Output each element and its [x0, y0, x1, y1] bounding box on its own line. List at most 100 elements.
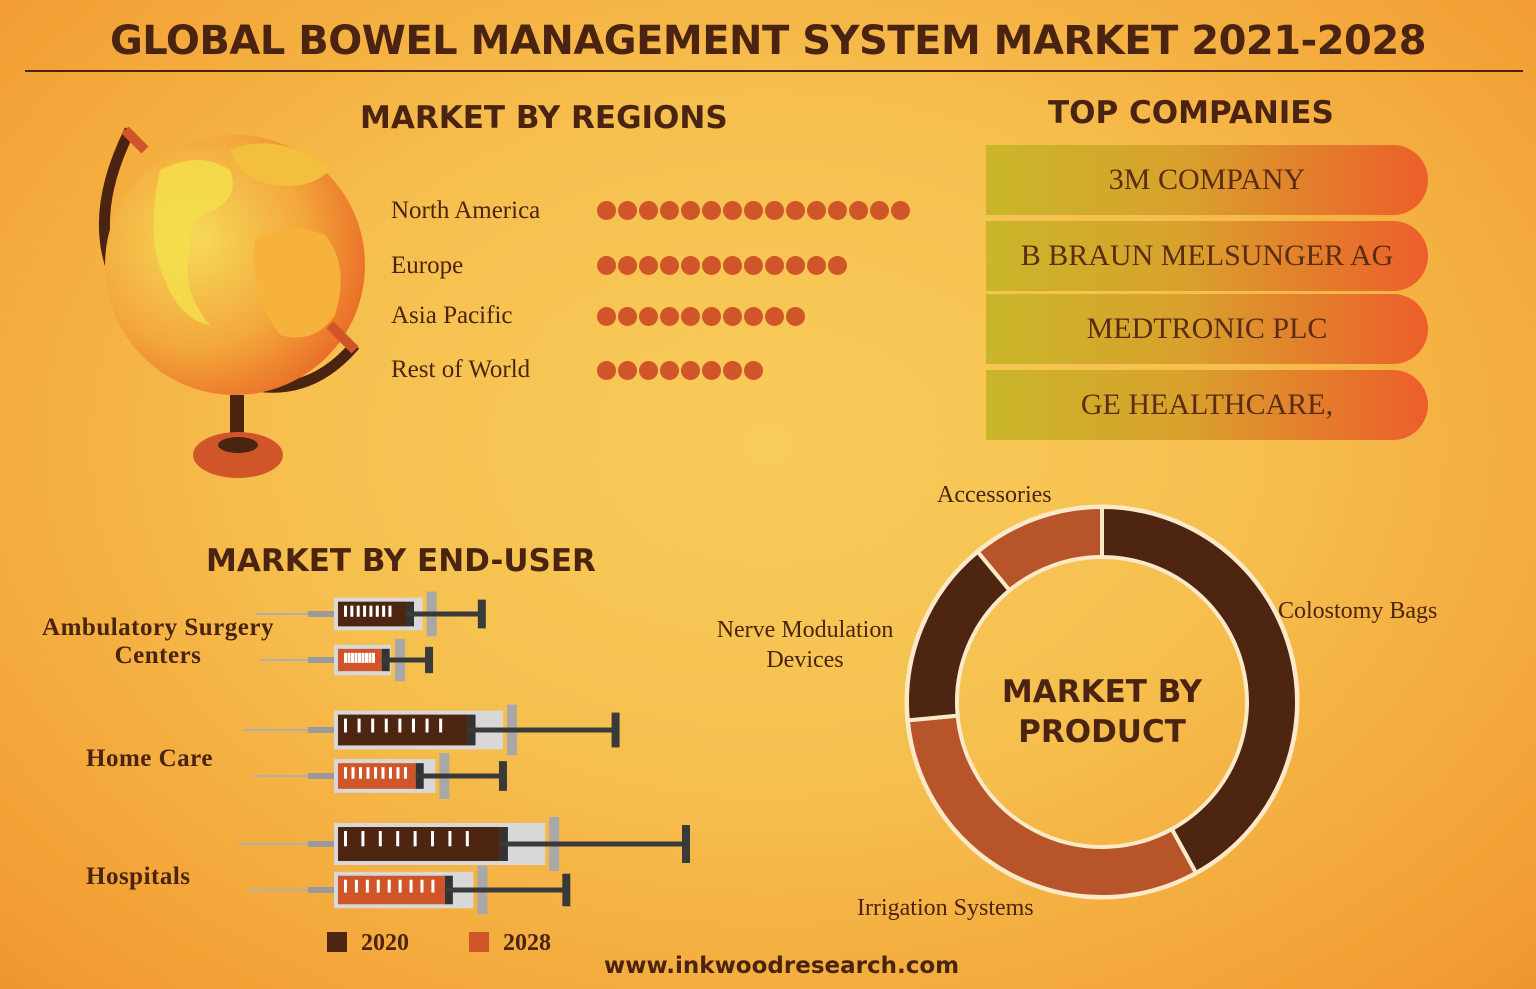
tick: [368, 652, 372, 663]
regions-heading: MARKET BY REGIONS: [360, 100, 728, 136]
region-dot: [723, 361, 742, 380]
region-dot: [765, 256, 784, 275]
region-dots: [597, 256, 847, 275]
product-label: Accessories: [937, 482, 1052, 508]
region-dot: [786, 201, 805, 220]
tick: [384, 718, 388, 733]
region-dot: [870, 201, 889, 220]
tick: [357, 652, 361, 663]
footer-url: www.inkwoodresearch.com: [604, 953, 960, 979]
region-dot: [681, 256, 700, 275]
tick: [354, 652, 358, 663]
end-user-heading: MARKET BY END-USER: [206, 543, 596, 579]
tick: [361, 652, 365, 663]
region-dot: [681, 361, 700, 380]
product-title: MARKET BY PRODUCT: [952, 672, 1252, 752]
page-title: GLOBAL BOWEL MANAGEMENT SYSTEM MARKET 20…: [109, 18, 1427, 64]
tick: [398, 718, 402, 733]
region-dot: [702, 307, 721, 326]
tick: [439, 718, 443, 733]
fill-bar-2020: [338, 827, 500, 861]
region-label: Europe: [391, 252, 464, 279]
tick: [364, 652, 368, 663]
tick: [387, 879, 391, 893]
company-item: MEDTRONIC PLC: [986, 294, 1428, 364]
end-user-syringe-chart: [238, 591, 690, 915]
region-dot: [702, 361, 721, 380]
plunger-thumb: [425, 646, 434, 674]
tick: [344, 879, 347, 893]
tick: [396, 831, 400, 847]
tick: [350, 652, 354, 663]
plunger-thumb: [682, 825, 690, 863]
tick: [356, 605, 360, 617]
product-title-line: PRODUCT: [1018, 714, 1186, 750]
tick: [357, 718, 361, 733]
tick: [361, 831, 365, 847]
region-dot: [786, 256, 805, 275]
region-dot: [618, 201, 637, 220]
fill-bar-2020: [338, 714, 468, 746]
region-dots: [597, 307, 805, 326]
region-dot: [660, 201, 679, 220]
tick: [382, 605, 386, 617]
plunger-thumb: [611, 712, 620, 748]
tick: [350, 605, 354, 617]
region-dot: [618, 256, 637, 275]
tick: [371, 718, 375, 733]
region-dots: [597, 201, 910, 220]
company-item: GE HEALTHCARE,: [986, 370, 1428, 440]
legend-2020: 2020: [327, 930, 409, 957]
companies-heading: TOP COMPANIES: [1048, 95, 1334, 131]
region-dot: [786, 307, 805, 326]
region-dot: [660, 307, 679, 326]
product-title-line: MARKET BY: [1001, 674, 1203, 710]
tick: [375, 605, 379, 617]
tick: [413, 831, 417, 847]
needle-hub: [308, 773, 338, 779]
product-label: Nerve Modulation Devices: [716, 617, 894, 673]
region-dot: [765, 201, 784, 220]
region-dot: [702, 256, 721, 275]
legend-label: 2020: [361, 930, 409, 956]
tick: [344, 767, 347, 779]
region-dot: [744, 201, 763, 220]
tick: [420, 879, 424, 893]
region-dot: [744, 307, 763, 326]
region-dot: [597, 256, 616, 275]
needle-hub: [308, 887, 338, 893]
tick: [347, 652, 351, 663]
needle-hub: [308, 841, 338, 847]
syringe-2028: [253, 753, 507, 799]
tick: [358, 767, 362, 779]
tick: [366, 767, 370, 779]
tick: [431, 831, 435, 847]
tick: [344, 652, 347, 663]
tick: [371, 652, 375, 663]
region-dot: [597, 361, 616, 380]
plunger-thumb: [477, 599, 486, 629]
syringe-2020: [255, 591, 486, 637]
region-dot: [765, 307, 784, 326]
region-dot: [702, 201, 721, 220]
region-dot: [660, 256, 679, 275]
region-dot: [828, 256, 847, 275]
tick: [344, 718, 347, 733]
tick: [411, 718, 415, 733]
region-dot: [744, 361, 763, 380]
region-dots: [597, 361, 763, 380]
region-dot: [618, 307, 637, 326]
region-dot: [597, 201, 616, 220]
region-dot: [618, 361, 637, 380]
tick: [376, 879, 380, 893]
region-dot: [828, 201, 847, 220]
tick: [409, 879, 413, 893]
tick: [344, 605, 347, 617]
region-dot: [639, 361, 658, 380]
tick: [388, 605, 392, 617]
tick: [354, 879, 358, 893]
tick: [344, 831, 347, 847]
company-item: B BRAUN MELSUNGER AG: [986, 221, 1428, 291]
tick: [396, 767, 400, 779]
tick: [388, 767, 392, 779]
